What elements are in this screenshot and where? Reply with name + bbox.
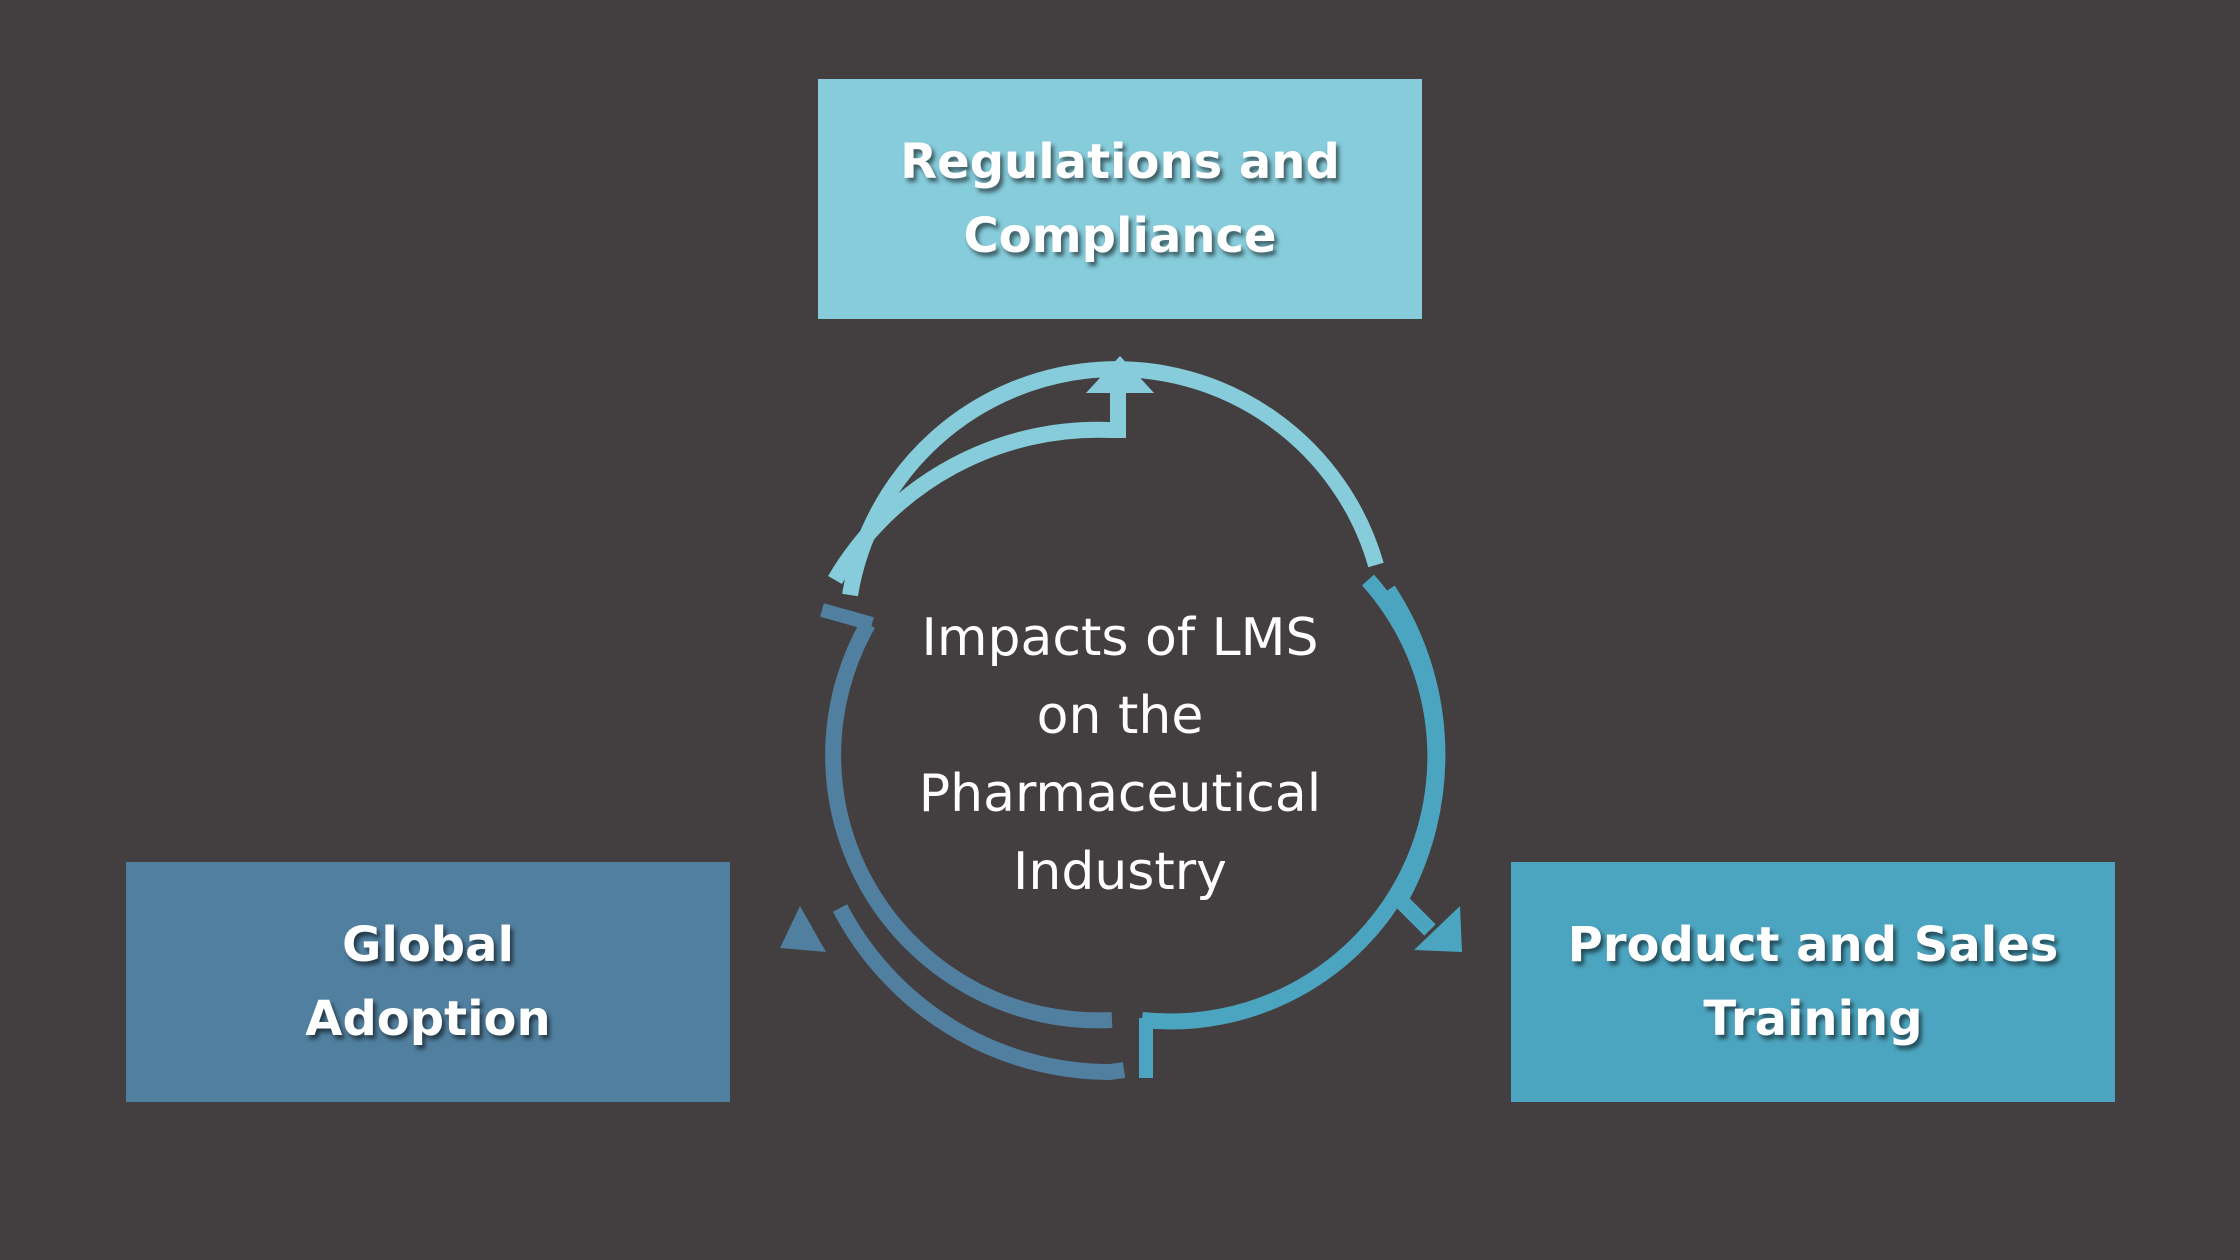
node-regulations-compliance-label: Regulations and Compliance <box>900 134 1340 264</box>
node-product-sales-training-label: Product and Sales Training <box>1567 917 2059 1047</box>
node-product-sales-training: Product and Sales Training <box>1511 862 2115 1102</box>
node-global-adoption: Global Adoption <box>126 862 730 1102</box>
node-global-adoption-label: Global Adoption <box>305 917 551 1047</box>
arrow-to-global-adoption <box>780 603 1126 1081</box>
center-title: Impacts of LMS on the Pharmaceutical Ind… <box>918 608 1322 902</box>
arrow-to-regulations <box>828 356 1384 597</box>
node-regulations-compliance: Regulations and Compliance <box>818 79 1422 319</box>
arrow-to-product-training <box>1139 574 1462 1078</box>
